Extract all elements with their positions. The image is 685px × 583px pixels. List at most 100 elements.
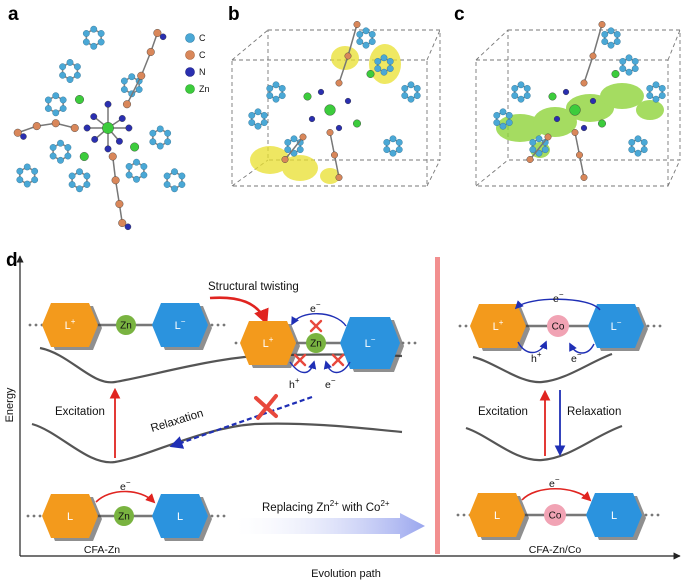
carbon-atom [164,129,172,137]
carbon-atom [90,25,98,33]
charge-label: e− [325,376,336,391]
carbon-atom [646,92,654,100]
carbon-atom [658,92,666,100]
nitrogen-atom [83,124,91,132]
carbon-atom-orange [331,151,338,159]
carbon-atom-orange [122,100,131,109]
carbon-atom [652,95,660,103]
cobalt-ion-right-1: Co [547,315,569,337]
carbon-atom [505,112,513,119]
carbon-atom [52,92,60,100]
carbon-atom [44,105,52,112]
carbon-atom [164,138,172,146]
zinc-atom [548,92,557,101]
carbon-atom [171,185,178,193]
carbon-atom [356,31,364,38]
ligand-neutral-left-1-label: L [67,511,73,523]
zinc-atom [611,70,620,78]
atom-legend: C C N Zn [185,33,210,94]
nitrogen-atom [580,124,588,132]
carbon-atom-orange [32,122,41,131]
blocked-cross-icon [254,394,278,420]
carbon-atom [541,138,549,146]
nitrogen-atom [344,97,352,105]
carbon-atom [523,92,531,100]
carbon-atom [135,86,143,93]
carbon-atom [171,168,178,176]
carbon-atom [272,81,280,89]
zinc-ion-left-3: Zn [114,506,134,526]
carbon-atom [156,125,164,133]
replacing-sup2: 2+ [380,499,389,508]
carbon-atom [499,122,507,130]
carbon-atom [386,65,394,73]
carbon-atom [296,146,304,154]
carbon-atom [613,38,621,45]
carbon-atom [97,30,105,37]
nitrogen-atom [104,145,112,153]
carbon-atom [499,108,507,116]
carbon-atom [290,135,298,143]
blocked-transfer-icon [331,353,345,367]
carbon-atom [529,138,537,146]
svg-text:Zn: Zn [118,512,130,523]
svg-text:Zn: Zn [310,339,322,350]
carbon-atom [278,92,286,100]
legend-swatch-c-orange [185,50,195,60]
legend-swatch-c-blue [185,33,195,43]
ligand-neutral-right-1-label: L [494,510,500,522]
blocked-transfer-icon [293,353,307,367]
carbon-atom [272,95,280,103]
ligand-neutral-left-2: L [152,494,212,541]
carbon-atom [266,92,274,100]
carbon-atom [66,76,74,83]
carbon-atom [49,144,57,151]
carbon-atom-orange [580,174,588,181]
carbon-atom [23,163,31,171]
carbon-atom [493,119,501,127]
carbon-atom [82,38,90,46]
carbon-atom [529,146,537,154]
zinc-atom [598,119,606,128]
carbon-atom [82,30,90,37]
relaxation-label-left: Relaxation [149,408,204,435]
replacing-mid: with Co [339,502,381,514]
carbon-atom [260,119,268,127]
charge-label: h+ [289,376,300,391]
carbon-atom [535,135,543,143]
carbon-atom-orange [51,119,60,128]
molecule-structure-b [248,21,421,181]
ligand-cation-right-1-label: L+ [493,318,504,333]
carbon-atom-orange [146,48,155,57]
carbon-atom-orange [111,176,120,185]
carbon-atom [52,109,60,117]
compound-name-right: CFA-Zn/Co [529,544,582,556]
carbon-atom [374,58,382,65]
carbon-atom [362,41,370,49]
carbon-atom [628,138,636,146]
nitrogen-atom [115,137,123,145]
panel-label-c: c [454,4,465,25]
carbon-atom-orange [108,152,117,161]
energy-axis-label: Energy [4,387,16,422]
carbon-atom [356,38,364,45]
carbon-atom-orange [335,174,343,181]
unit-cell-box-c [475,29,681,187]
charge-label: e− [549,475,560,490]
carbon-atom [120,77,128,85]
zinc-atom [79,152,89,161]
ligand-neutral-left-2-label: L [177,511,183,523]
ligand-neutral-right-2-label: L [611,510,617,522]
carbon-atom [59,71,66,79]
carbon-atom [374,65,382,73]
legend-swatch-zn [185,84,195,94]
carbon-atom [380,54,388,62]
carbon-atom-orange [544,133,552,141]
carbon-atom [31,167,39,175]
carbon-atom [90,42,98,50]
carbon-atom [16,176,24,184]
carbon-atom [284,146,292,154]
panel-label-b: b [228,4,240,25]
carbon-atom [120,86,128,93]
